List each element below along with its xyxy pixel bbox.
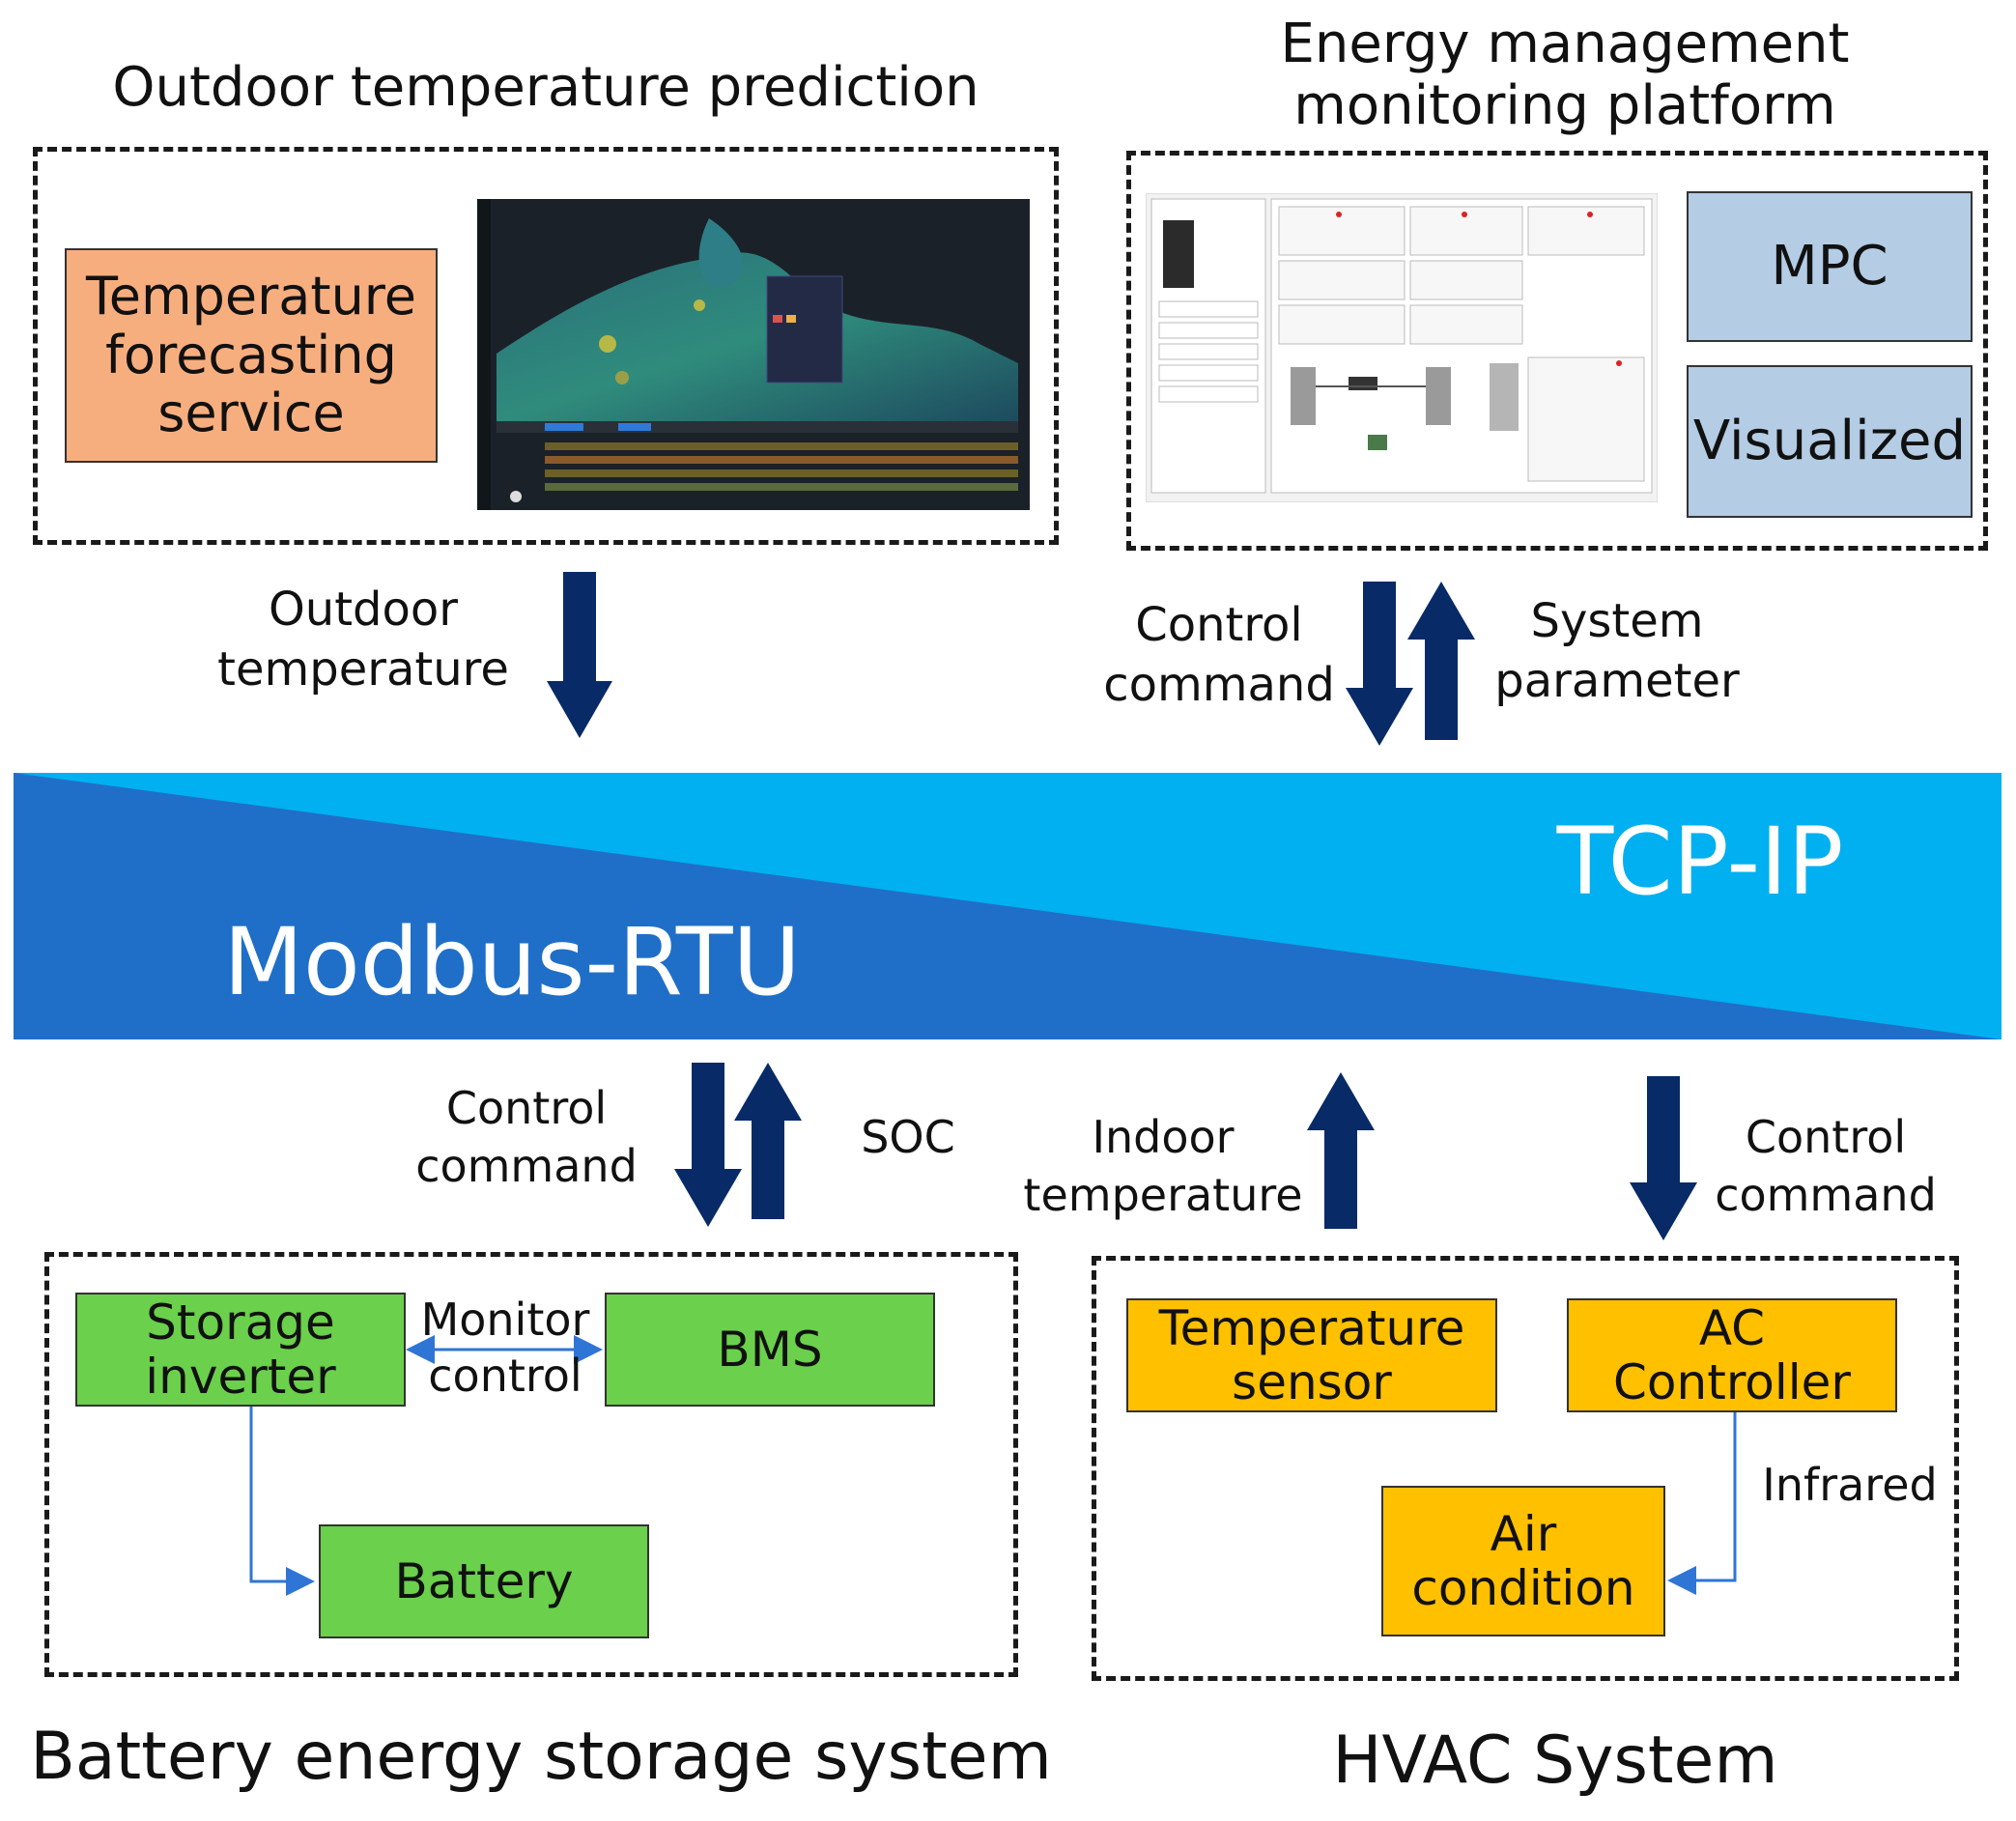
monitor-control-label: Monitor control (420, 1294, 590, 1402)
bess-title: Battery energy storage system (30, 1719, 1052, 1795)
energy-platform-group (1126, 151, 1988, 551)
outdoor-temperature-label: Outdoor temperature (217, 583, 509, 697)
indoor-temperature-up-arrow (1307, 1072, 1375, 1229)
temperature-sensor-box: Temperature sensor (1126, 1298, 1497, 1412)
control-command-down-arrow (1346, 582, 1413, 746)
battery-box: Battery (319, 1524, 649, 1638)
air-condition-box: Air condition (1381, 1486, 1665, 1636)
storage-inverter-box: Storage inverter (75, 1293, 406, 1407)
control-command-top-label: Control command (1103, 598, 1335, 713)
hvac-group (1092, 1256, 1959, 1681)
outdoor-temperature-arrow (547, 572, 612, 738)
control-command-hvac-label: Control command (1715, 1111, 1937, 1221)
modbus-rtu-label: Modbus-RTU (223, 908, 801, 1016)
temperature-forecasting-service-box: Temperature forecasting service (65, 248, 438, 463)
system-parameter-up-arrow (1407, 582, 1475, 740)
weather-map-screenshot (477, 199, 1030, 510)
visualized-box: Visualized (1687, 365, 1973, 518)
infrared-connector (1667, 1412, 1737, 1595)
ac-controller-box: AC Controller (1567, 1298, 1897, 1412)
bess-control-command-arrow (674, 1063, 742, 1227)
outdoor-prediction-title: Outdoor temperature prediction (112, 56, 980, 119)
bms-box: BMS (605, 1293, 935, 1407)
monitoring-platform-screenshot (1146, 193, 1658, 502)
soc-label: SOC (861, 1111, 955, 1163)
indoor-temperature-label: Indoor temperature (1023, 1111, 1303, 1221)
soc-up-arrow (734, 1063, 802, 1219)
hvac-control-command-arrow (1630, 1076, 1697, 1240)
inverter-battery-connector (249, 1407, 315, 1596)
communication-bus (14, 773, 2002, 1039)
bess-group (44, 1252, 1018, 1677)
hvac-title: HVAC System (1332, 1722, 1778, 1799)
mpc-box: MPC (1687, 191, 1973, 342)
system-parameter-label: System parameter (1494, 594, 1740, 709)
infrared-label: Infrared (1762, 1459, 1938, 1511)
control-command-bess-label: Control command (415, 1082, 638, 1192)
tcp-ip-label: TCP-IP (1556, 808, 1844, 916)
energy-platform-title: Energy management monitoring platform (1280, 13, 1850, 138)
outdoor-prediction-group (33, 147, 1059, 545)
bus-tcpip-region (14, 773, 2002, 1039)
